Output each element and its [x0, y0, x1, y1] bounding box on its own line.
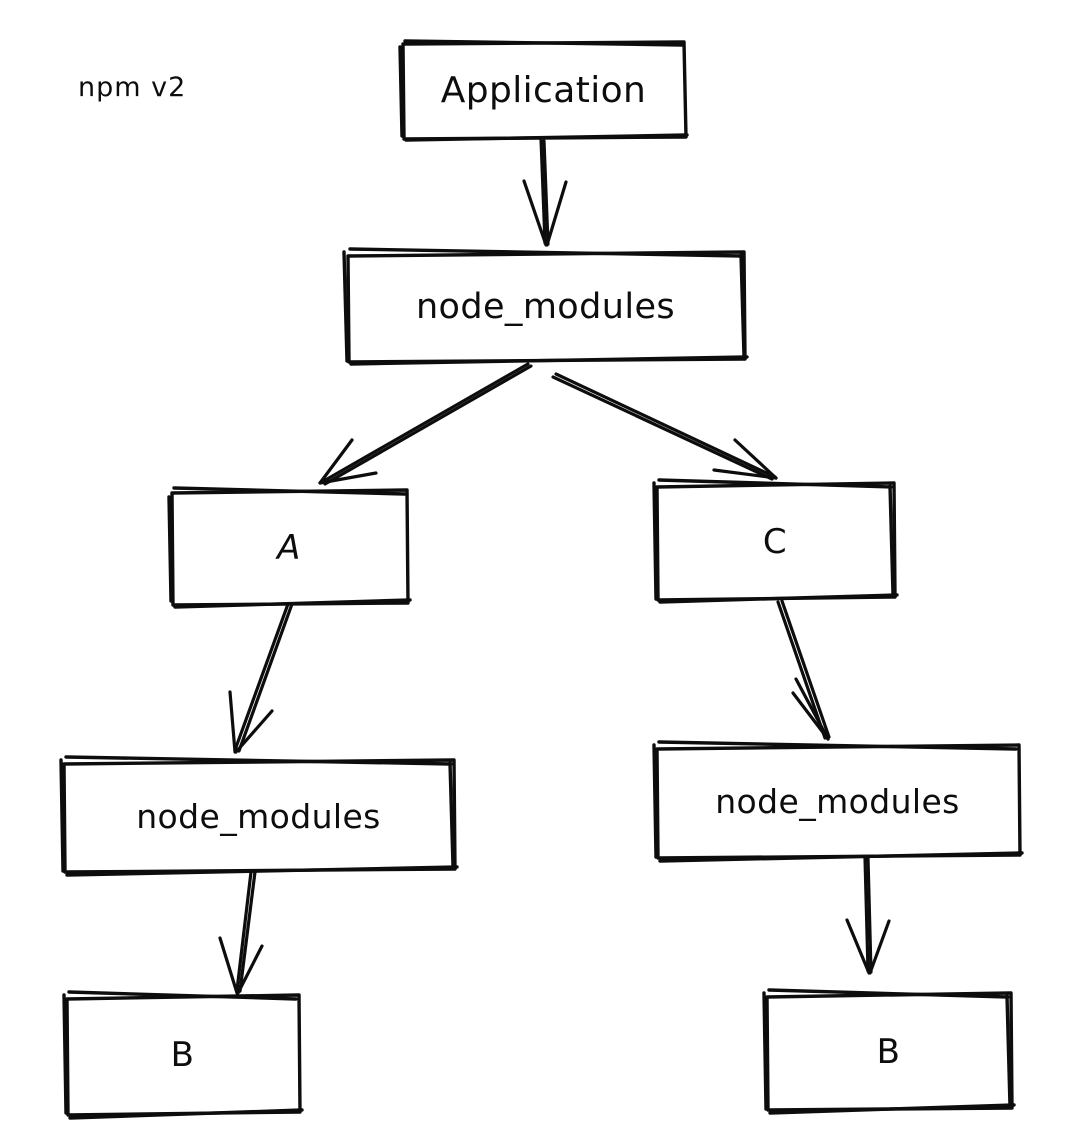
arrow-a-to-node-modules-left [228, 602, 294, 754]
node-label-package-b-left: B [170, 1035, 195, 1075]
node-label-application: Application [440, 69, 647, 111]
node-label-package-a: A [277, 527, 301, 568]
diagram-note-npm-version: npm v2 [78, 72, 187, 103]
arrow-app-to-node-modules [522, 137, 568, 247]
arrow-node-modules-to-a [318, 362, 533, 486]
node-label-node-modules-root: node_modules [415, 287, 676, 327]
node-label-package-c: C [762, 521, 788, 562]
node-label-package-b-right: B [876, 1031, 901, 1072]
node-label-node-modules-left: node_modules [136, 796, 381, 836]
node-label-node-modules-right: node_modules [715, 782, 960, 821]
arrow-c-to-node-modules-right [776, 599, 831, 741]
arrow-node-modules-right-to-b [845, 856, 891, 975]
arrow-node-modules-to-c [551, 372, 778, 481]
arrow-node-modules-left-to-b [218, 870, 264, 995]
